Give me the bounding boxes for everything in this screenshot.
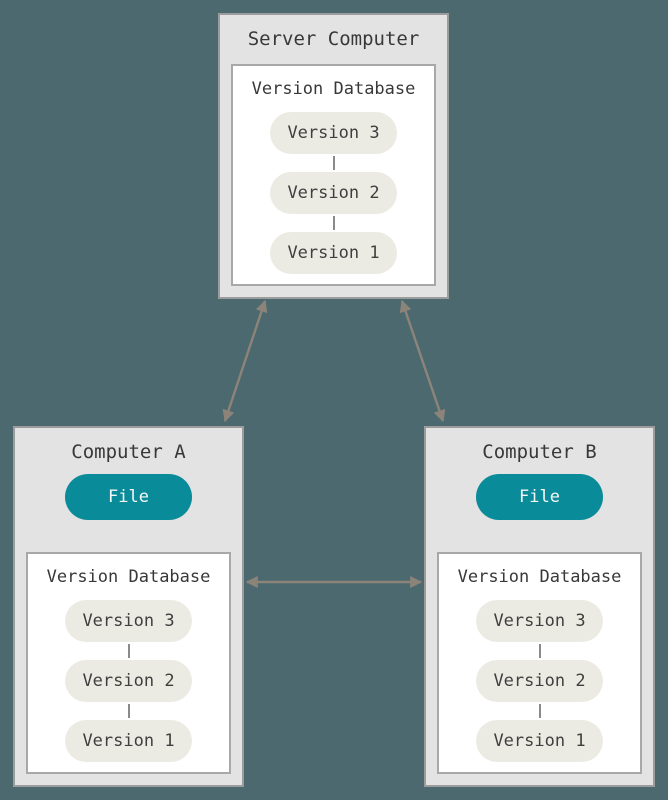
version-database-label: Version Database bbox=[46, 567, 211, 587]
version-database-label: Version Database bbox=[251, 79, 416, 99]
arrow-server-to-computer-b bbox=[399, 299, 446, 423]
server-computer-box: Server Computer Version Database Version… bbox=[218, 13, 449, 299]
version-link-line bbox=[332, 156, 335, 170]
version-pill: Version 3 bbox=[65, 600, 192, 642]
version-link-line bbox=[538, 704, 541, 718]
version-link-line bbox=[538, 644, 541, 658]
version-link-line bbox=[127, 644, 130, 658]
version-pill: Version 1 bbox=[65, 720, 192, 762]
version-pill: Version 1 bbox=[270, 232, 397, 274]
version-pill: Version 2 bbox=[270, 172, 397, 214]
version-pill: Version 3 bbox=[270, 112, 397, 154]
computer-a-title: Computer A bbox=[71, 441, 186, 463]
version-pill: Version 2 bbox=[476, 660, 603, 702]
computer-a-box: Computer A File Version Database Version… bbox=[13, 426, 244, 787]
version-database-label: Version Database bbox=[457, 567, 622, 587]
server-computer-title: Server Computer bbox=[247, 28, 420, 50]
version-pill: Version 3 bbox=[476, 600, 603, 642]
version-pill: Version 2 bbox=[65, 660, 192, 702]
server-version-database-panel: Version Database Version 3 Version 2 Ver… bbox=[231, 64, 436, 286]
computer-b-title: Computer B bbox=[482, 441, 597, 463]
computer-b-version-database-panel: Version Database Version 3 Version 2 Ver… bbox=[437, 552, 642, 774]
version-pill: Version 1 bbox=[476, 720, 603, 762]
version-link-line bbox=[332, 216, 335, 230]
arrow-server-to-computer-a bbox=[222, 299, 268, 423]
file-pill: File bbox=[65, 474, 192, 520]
file-pill: File bbox=[476, 474, 603, 520]
computer-a-version-database-panel: Version Database Version 3 Version 2 Ver… bbox=[26, 552, 231, 774]
version-link-line bbox=[127, 704, 130, 718]
computer-b-box: Computer B File Version Database Version… bbox=[424, 426, 655, 787]
